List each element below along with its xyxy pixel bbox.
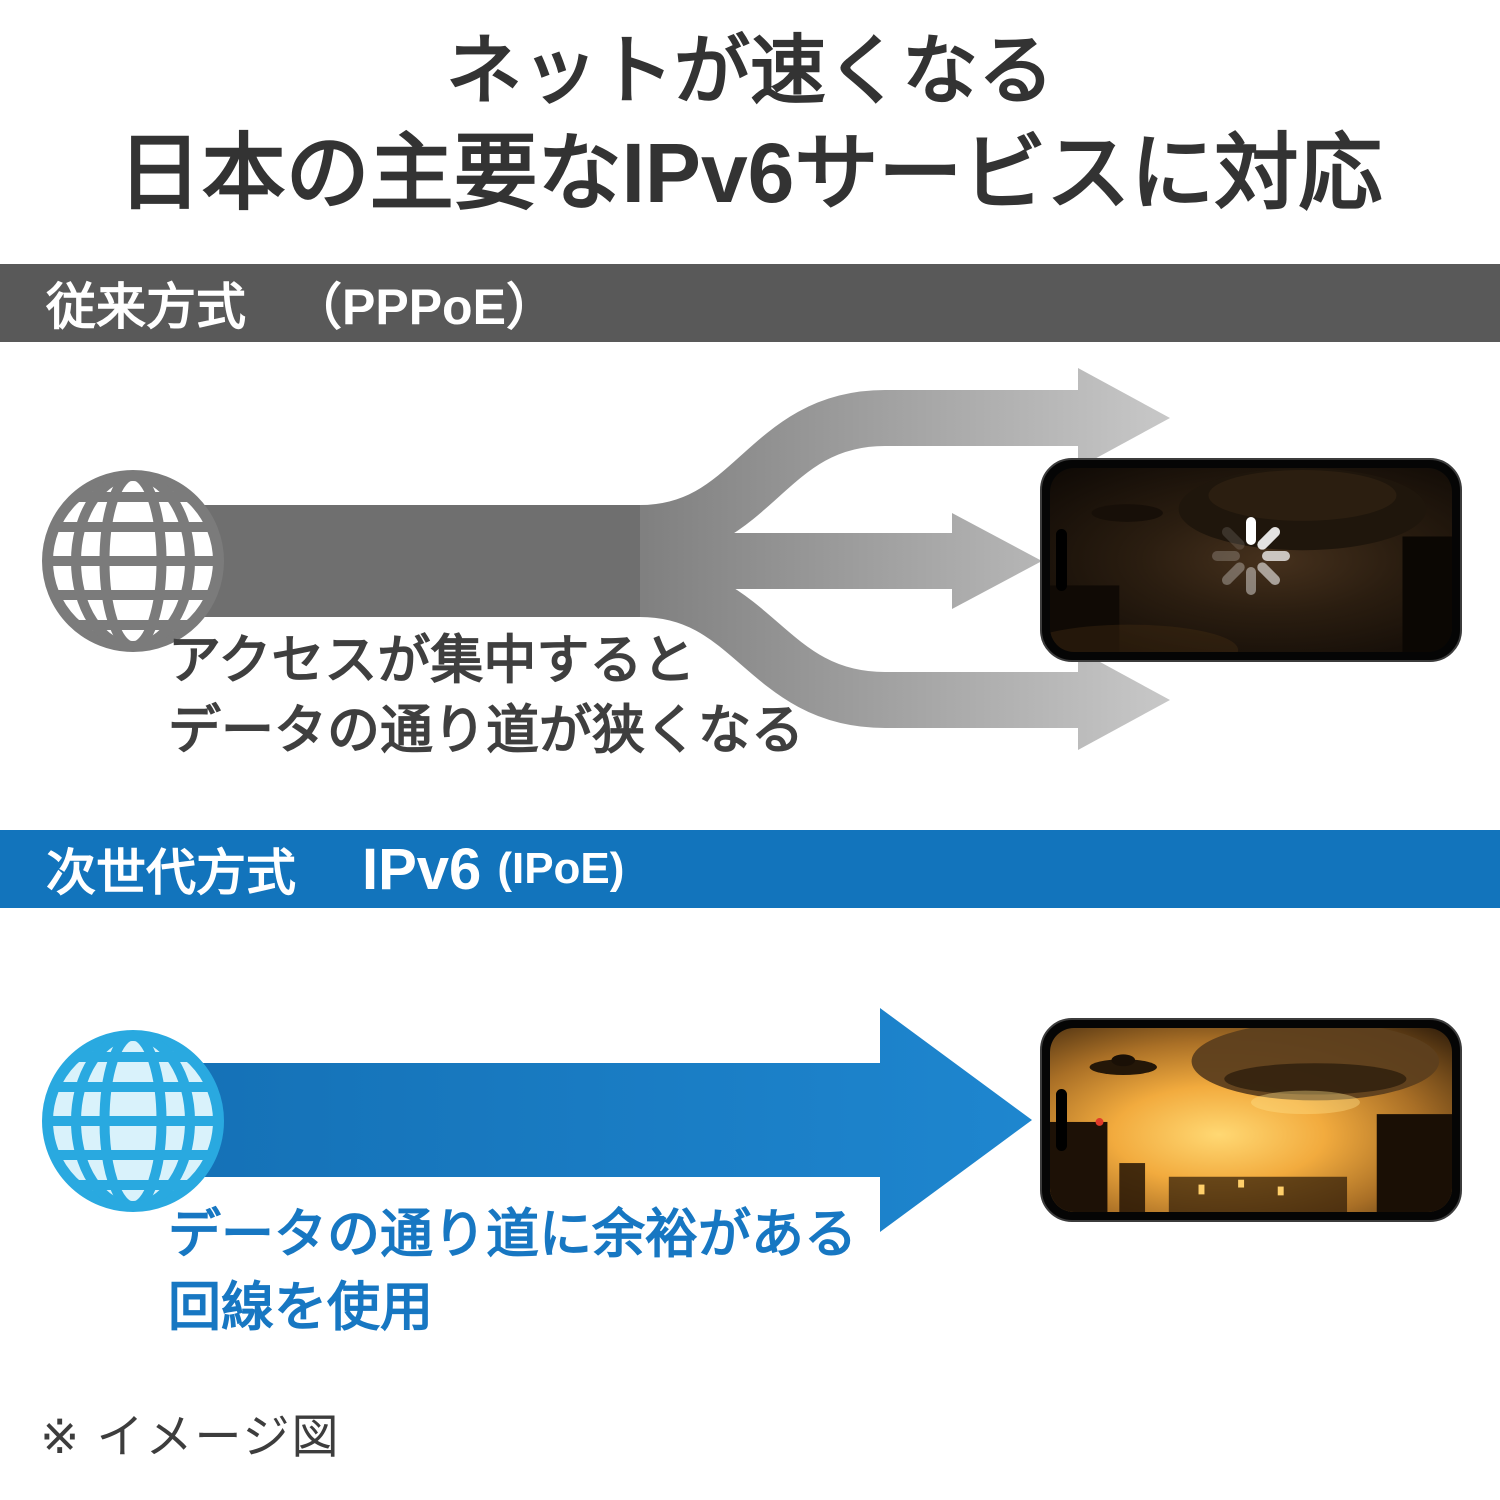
ipv6-banner: 次世代方式 IPv6 (IPoE) (0, 830, 1500, 908)
globe-gray-icon (42, 470, 224, 652)
legacy-banner: 従来方式 （PPPoE） (0, 264, 1500, 342)
page-title: ネットが速くなる 日本の主要なIPv6サービスに対応 (0, 22, 1500, 225)
legacy-caption-line-2: データの通り道が狭くなる (168, 701, 804, 761)
ipv6-banner-label: 次世代方式 (46, 845, 296, 901)
dark-city-scene (1050, 468, 1452, 652)
title-line-1: ネットが速くなる (446, 29, 1054, 114)
footnote: ※ イメージ図 (40, 1410, 341, 1463)
phone-camera-pill (1056, 529, 1067, 591)
phone-screen-streaming (1050, 1028, 1452, 1212)
legacy-caption: アクセスが集中すると データの通り道が狭くなる (168, 626, 804, 767)
bright-city-scene (1050, 1028, 1452, 1212)
ipv6-caption-line-2: 回線を使用 (168, 1278, 433, 1338)
globe-cyan-icon (42, 1030, 224, 1212)
phone-screen-loading (1050, 468, 1452, 652)
title-line-2: 日本の主要なIPv6サービスに対応 (117, 126, 1383, 221)
smartphone-fast (1040, 1018, 1462, 1222)
ipv6-banner-tech: IPv6 (362, 836, 482, 902)
legacy-banner-label: 従来方式 (46, 279, 246, 335)
loading-spinner-icon (1212, 517, 1290, 596)
legacy-banner-sub: （PPPoE） (292, 279, 556, 335)
smartphone-congested (1040, 458, 1462, 662)
phone-camera-pill (1056, 1089, 1067, 1151)
ipv6-caption-line-1: データの通り道に余裕がある (168, 1205, 857, 1264)
ipv6-caption: データの通り道に余裕がある 回線を使用 (168, 1198, 857, 1344)
legacy-caption-line-1: アクセスが集中すると (168, 631, 696, 690)
ipv6-banner-sub: (IPoE) (497, 844, 625, 893)
straight-arrow-graphic (130, 1008, 1032, 1232)
